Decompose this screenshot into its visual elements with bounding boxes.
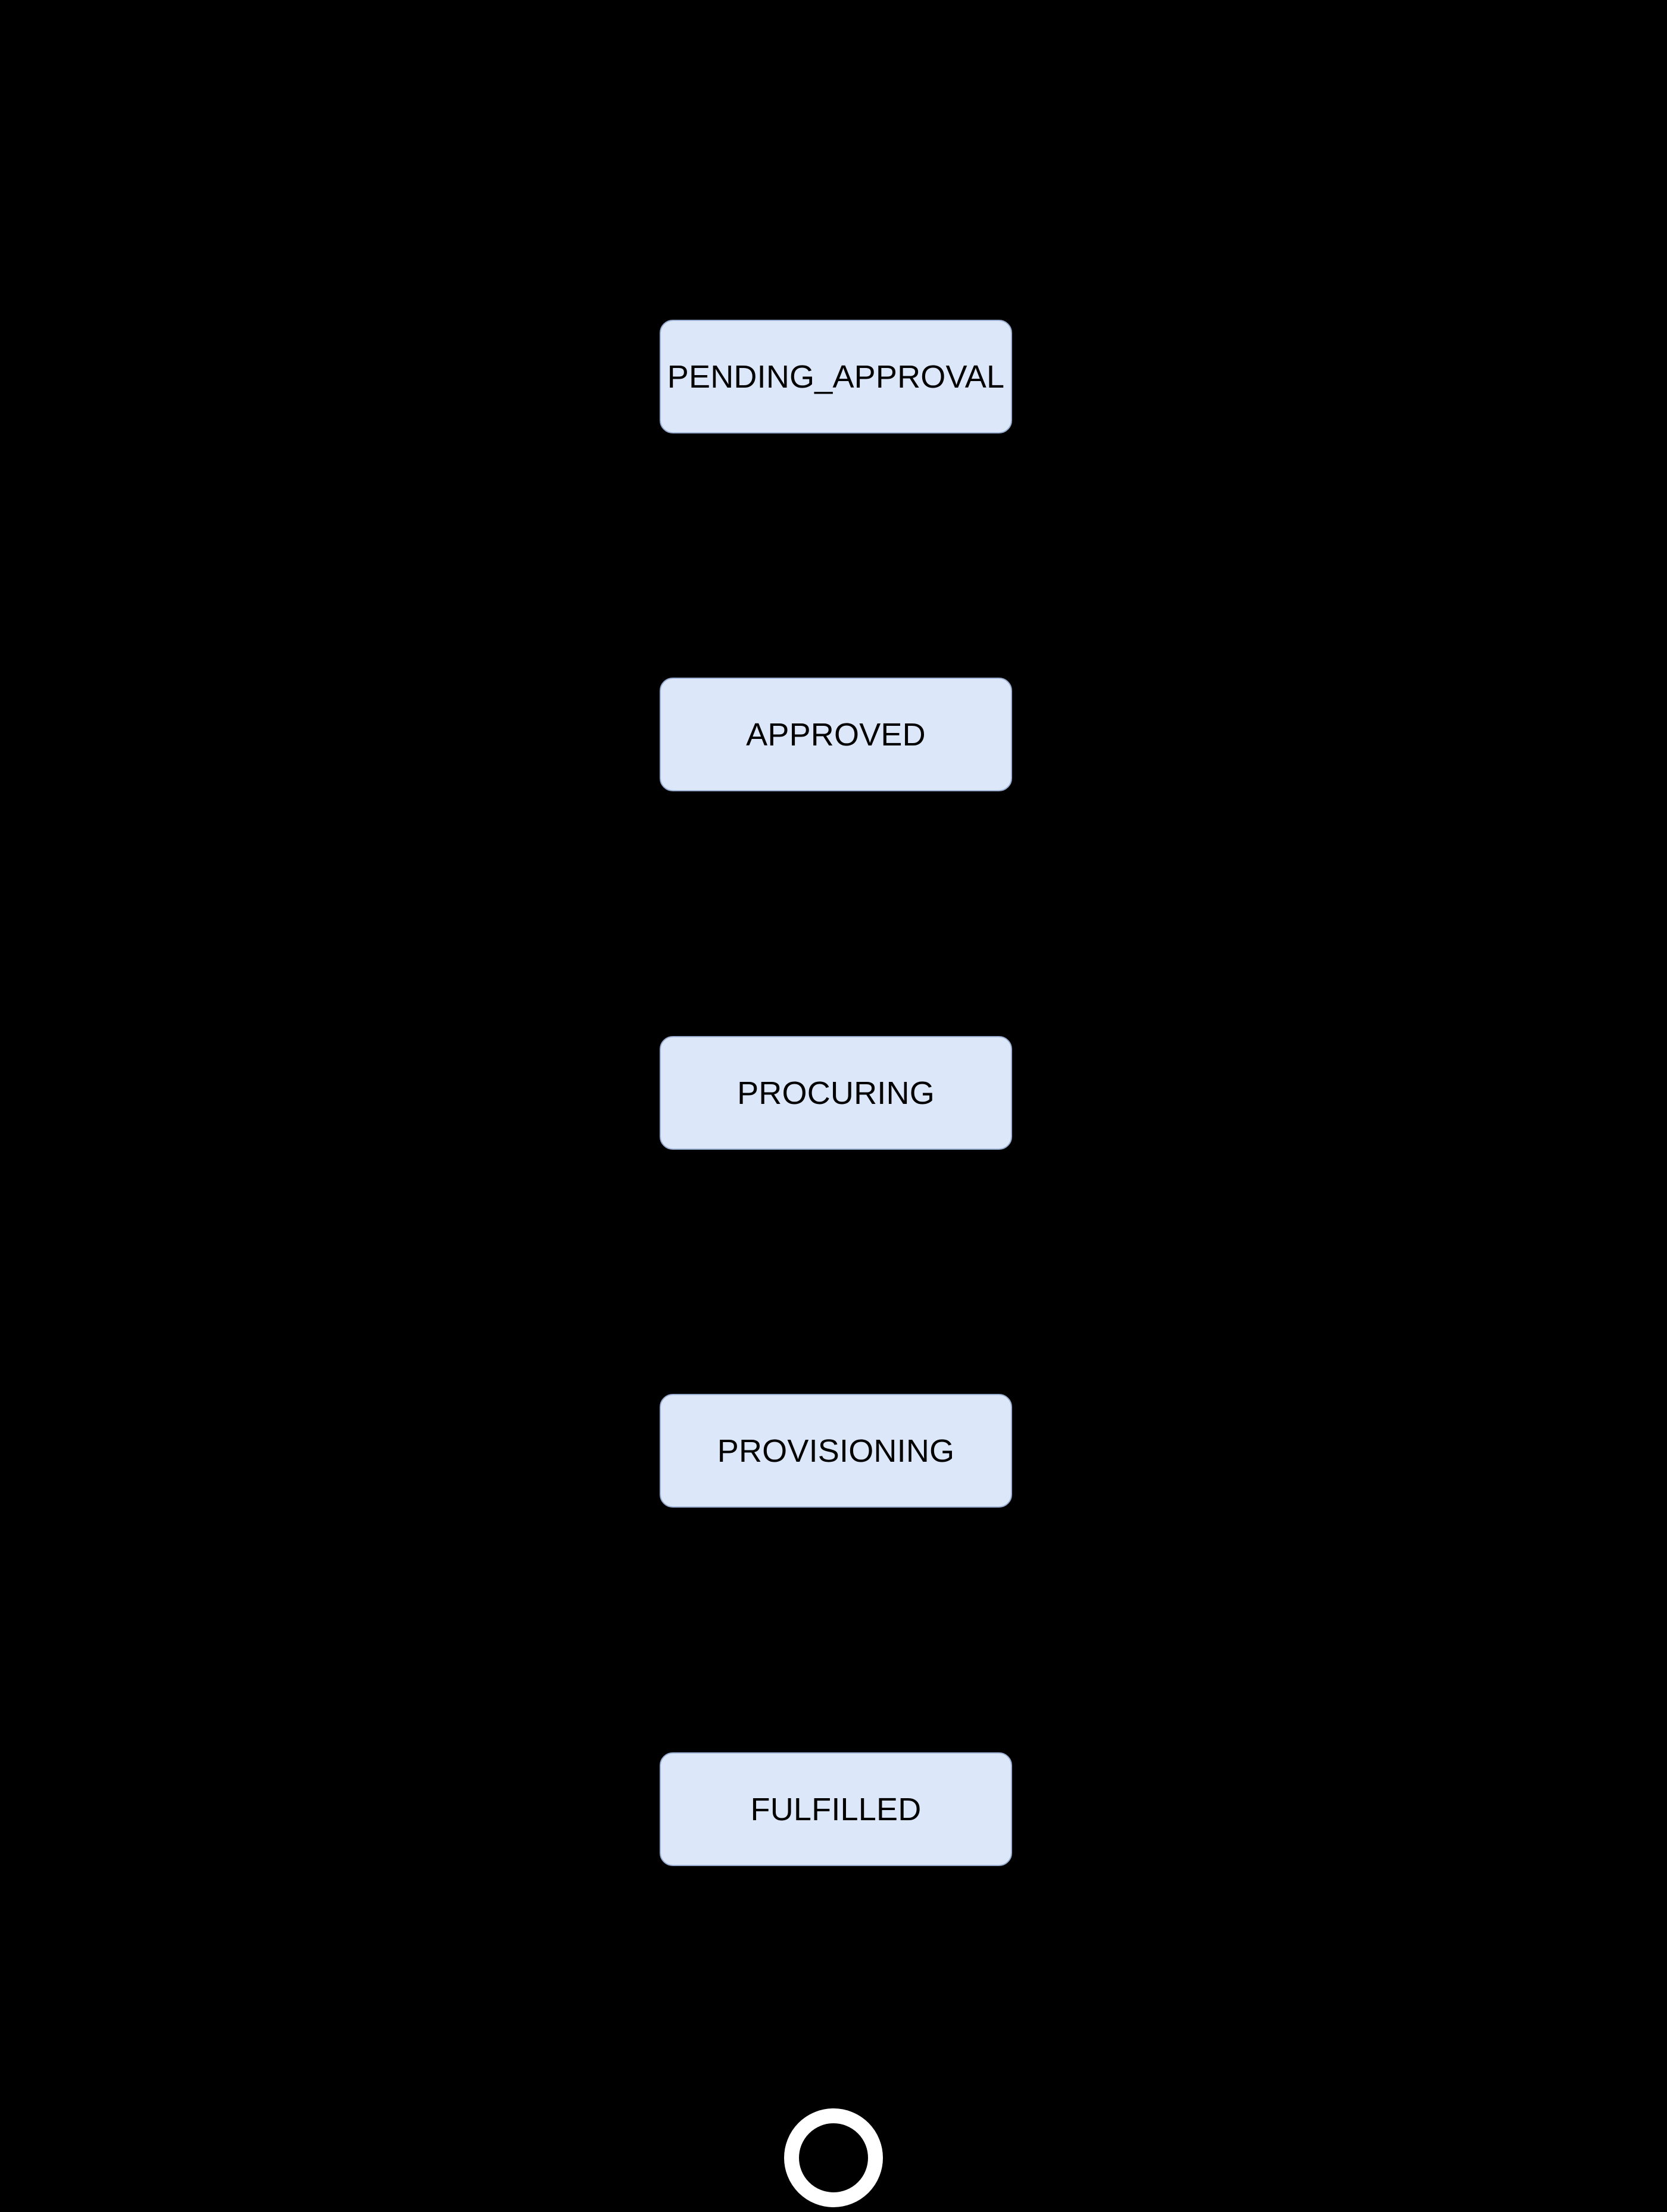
final-state-ring-icon <box>784 2108 883 2207</box>
state-node-label: FULFILLED <box>750 1791 922 1827</box>
state-node-label: APPROVED <box>746 716 926 753</box>
state-node-label: PENDING_APPROVAL <box>667 358 1005 395</box>
state-node-approved[interactable]: APPROVED <box>660 678 1012 791</box>
state-node-fulfilled[interactable]: FULFILLED <box>660 1752 1012 1866</box>
state-node-pending-approval[interactable]: PENDING_APPROVAL <box>660 320 1012 433</box>
state-node-provisioning[interactable]: PROVISIONING <box>660 1394 1012 1508</box>
state-node-label: PROCURING <box>737 1075 935 1111</box>
state-node-label: PROVISIONING <box>717 1433 955 1469</box>
state-node-procuring[interactable]: PROCURING <box>660 1036 1012 1150</box>
